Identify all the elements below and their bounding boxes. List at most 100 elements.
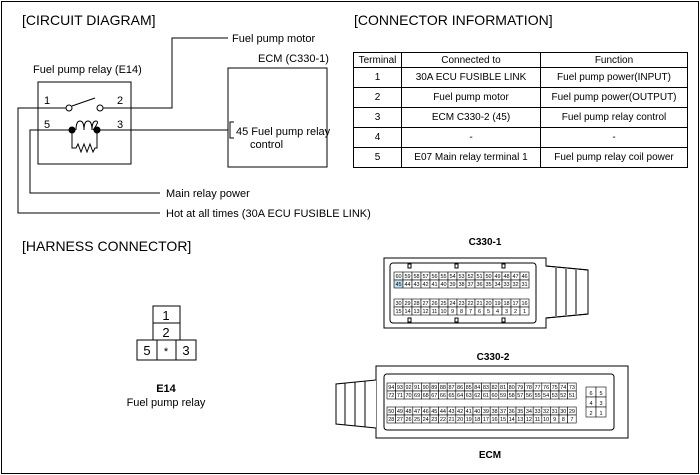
relay-label: Fuel pump relay (E14) [33,64,142,76]
coil-resistor [71,130,98,154]
connector-pin-number: 46 [521,274,527,280]
connector-pin-number: 42 [422,282,428,288]
connector-pin-number: 33 [503,282,509,288]
connector-pin-number: 41 [466,409,472,415]
connector-pin-cell [567,390,577,400]
connector-pin-number: 27 [422,301,428,307]
coil-winding [75,120,98,131]
connector-pin-number: 31 [521,282,527,288]
connector-pin-number: 43 [413,282,419,288]
connector-pin-number: 1 [523,309,526,315]
connector-pin-number: 78 [526,385,532,391]
connector-pin-number: 65 [448,393,454,399]
connector-pin-number: 11 [432,309,438,315]
connector-pin-number: 85 [466,385,472,391]
connector-pin-number: 45 [395,282,401,288]
wire-main-relay-power [29,129,160,194]
connector-pin-number: 24 [423,417,429,423]
connector-pin-number: 71 [397,393,403,399]
c330-2-body [335,365,629,439]
connector-pin-number: 32 [512,282,518,288]
connector-pin-number: 30 [560,409,566,415]
ecm-pin-line1: 45 Fuel pump relay [236,126,331,138]
header-terminal: Terminal [353,52,402,68]
connector-pin-number: 49 [397,409,403,415]
connector-pin-number: 41 [431,282,437,288]
connector-pin-number: 94 [388,385,394,391]
connector-pin-number: 83 [483,385,489,391]
connector-pin-number: 7 [570,417,573,423]
connector-pin-number: 68 [423,393,429,399]
connector-pin-number: 3 [599,401,602,407]
connector-pin-number: 38 [458,282,464,288]
connector-pin-number: 1 [599,411,602,417]
connector-pin-number: 39 [449,282,455,288]
connector-pin-number: 92 [405,385,411,391]
connector-pin-number: 53 [458,274,464,280]
switch-contact-left [65,104,73,112]
connector-pin-number: 48 [503,274,509,280]
hot-label: Hot at all times (30A ECU FUSIBLE LINK) [166,208,371,220]
table-row: 3 ECM C330-2 (45) Fuel pump relay contro… [353,107,688,128]
connector-pin-number: 39 [483,409,489,415]
connector-pin-number: 91 [414,385,420,391]
connector-pin-number: 55 [440,274,446,280]
connector-pin-number: 4 [589,401,592,407]
cell-terminal: 3 [353,107,402,128]
connector-info-heading: [CONNECTOR INFORMATION] [354,12,553,28]
connector-pin-number: 3 [505,309,508,315]
wire-hot-at-all-times [17,107,160,214]
table-row: 2 Fuel pump motor Fuel pump power(OUTPUT… [353,87,688,108]
connector-pin-number: 15 [395,309,401,315]
connector-pin-number: 20 [485,301,491,307]
connector-pin-number: 13 [413,309,419,315]
connector-pin-number: 43 [448,409,454,415]
connector-pin-number: 51 [476,274,482,280]
connector-pin-number: 8 [562,417,565,423]
table-row: 5 E07 Main relay terminal 1 Fuel pump re… [353,147,688,168]
connector-pin-number: 28 [413,301,419,307]
connector-pin-number: 17 [512,301,518,307]
cell-function: Fuel pump power(INPUT) [540,67,688,88]
connector-pin-number: 58 [413,274,419,280]
connector-pin-number: 38 [491,409,497,415]
cell-connected-to: E07 Main relay terminal 1 [401,147,541,168]
cell-function: Fuel pump power(OUTPUT) [540,87,688,108]
connector-pin-number: 55 [534,393,540,399]
connector-pin-number: 58 [509,393,515,399]
connector-pin-number: 14 [509,417,515,423]
wire-to-fuel-pump-motor [131,37,228,109]
connector-pin-number: 18 [503,301,509,307]
connector-pin-number: 87 [448,385,454,391]
cell-connected-to: ECM C330-2 (45) [401,107,541,128]
connector-pin-number: 79 [517,385,523,391]
cell-function: Fuel pump relay control [540,107,688,128]
connector-pin-number: 17 [483,417,489,423]
connector-pin-cell [595,406,607,418]
connector-pin-number: 44 [440,409,446,415]
connector-pin-number: 57 [422,274,428,280]
connector-pin-number: 15 [500,417,506,423]
ecm-pin-bracket [229,121,234,139]
connector-pin-number: 48 [405,409,411,415]
connector-pin-number: 34 [494,282,500,288]
connector-pin-number: 25 [414,417,420,423]
connector-pin-number: 93 [397,385,403,391]
e14-pin-1: 1 [162,308,169,323]
connector-pin-number: 69 [414,393,420,399]
connector-pin-number: 47 [512,274,518,280]
relay-pin-3: 3 [117,119,123,131]
connector-pin-number: 28 [388,417,394,423]
e14-pin-5: 5 [143,343,150,358]
connector-pin-number: 29 [569,409,575,415]
connector-pin-number: 45 [431,409,437,415]
connector-pin-number: 60 [395,274,401,280]
connector-pin-number: 36 [476,282,482,288]
connector-pin-number: 50 [388,409,394,415]
connector-pin-number: 73 [569,385,575,391]
cell-terminal: 5 [353,147,402,168]
connector-pin-number: 20 [457,417,463,423]
connector-pin-number: 75 [552,385,558,391]
